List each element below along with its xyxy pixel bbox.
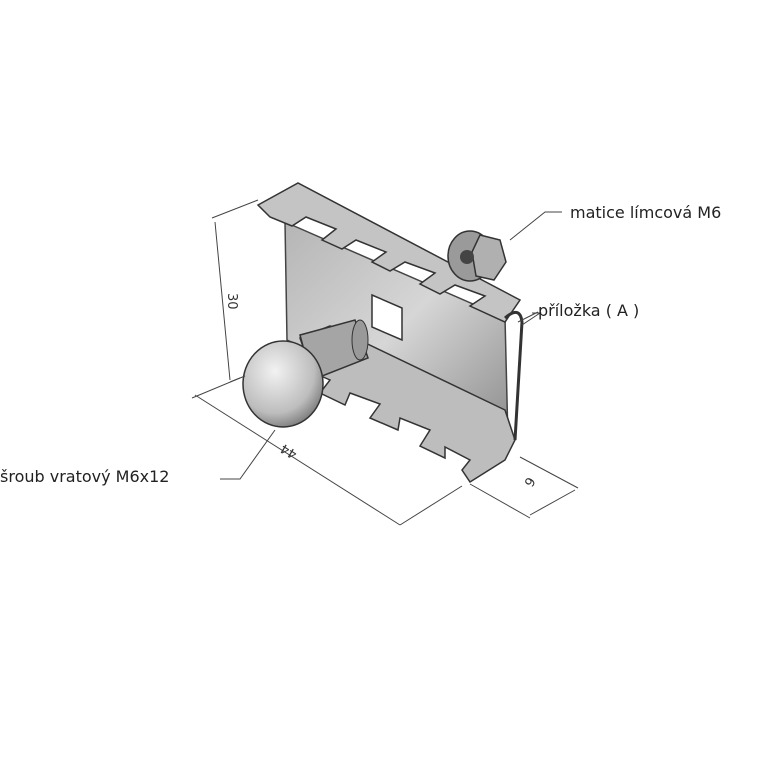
dimension-length: 44: [278, 440, 300, 461]
flange-nut: [447, 230, 507, 282]
label-carriage-bolt: šroub vratový M6x12: [0, 467, 170, 486]
dimension-height: 30: [224, 293, 239, 310]
carriage-bolt: [242, 319, 369, 428]
top-flange: [256, 182, 522, 323]
bottom-flange: [299, 325, 516, 484]
label-plate: příložka ( A ): [538, 301, 640, 320]
dimension-depth: 9: [522, 475, 539, 490]
square-hole: [371, 293, 403, 342]
plate-bend: [504, 310, 524, 441]
label-flange-nut: matice límcová M6: [570, 203, 722, 222]
dimension-lines: [191, 199, 579, 526]
